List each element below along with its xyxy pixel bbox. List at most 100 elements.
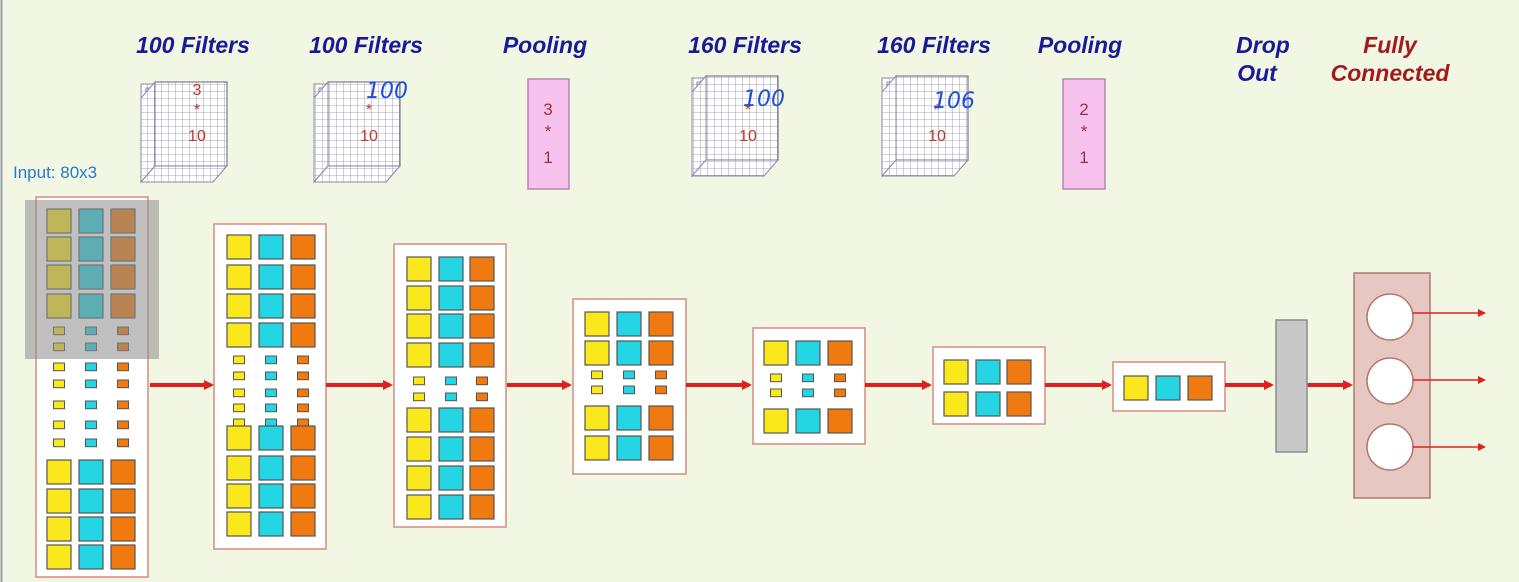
conv1-feature-map-cell-9-2 xyxy=(290,425,316,451)
pool2-feature-map-cell-0-2 xyxy=(1187,375,1213,401)
conv2-feature-map-cell-6-2 xyxy=(469,407,495,433)
conv1-feature-map-cell-11-1 xyxy=(258,483,284,509)
heading-dropout-line1: Drop xyxy=(1236,32,1290,58)
conv1-feature-map-cell-6-2 xyxy=(297,388,309,398)
conv3-feature-map xyxy=(752,327,866,445)
pool1-feature-map-cell-1-0 xyxy=(584,340,610,366)
conv1-feature-map-cell-3-1 xyxy=(258,322,284,348)
pool1-feature-map-cell-0-1 xyxy=(616,311,642,337)
conv3-feature-map-cell-1-1 xyxy=(802,373,814,383)
heading-fc-line2: Connected xyxy=(1331,60,1451,86)
output-neuron-1 xyxy=(1366,293,1414,341)
conv3-feature-map-cell-2-1 xyxy=(802,388,814,398)
input-feature-map-cell-13-2 xyxy=(110,516,136,542)
conv1-feature-map-cell-12-1 xyxy=(258,511,284,537)
input-feature-map-cell-12-2 xyxy=(110,488,136,514)
conv1-feature-map-cell-7-1 xyxy=(265,403,277,413)
conv1-feature-map-cell-9-0 xyxy=(226,425,252,451)
kernel1-bot: 10 xyxy=(188,128,206,145)
pool2-feature-map-cell-0-1 xyxy=(1155,375,1181,401)
conv1-feature-map-cell-4-2 xyxy=(297,355,309,365)
kernel2-mid: * xyxy=(366,102,372,119)
input-feature-map-cell-6-0 xyxy=(53,362,65,372)
conv2-feature-map-cell-1-2 xyxy=(469,285,495,311)
heading-conv3: 160 Filters xyxy=(688,32,802,58)
pool1-feature-map-cell-2-2 xyxy=(655,370,667,380)
kernel3-bot: 10 xyxy=(739,128,757,145)
input-feature-map-cell-9-0 xyxy=(53,420,65,430)
conv4-feature-map-cell-0-1 xyxy=(975,359,1001,385)
conv2-feature-map-cell-0-0 xyxy=(406,256,432,282)
kernel-cube-4 xyxy=(880,74,970,178)
pool1-feature-map-cell-1-1 xyxy=(616,340,642,366)
conv4-feature-map-cell-1-1 xyxy=(975,391,1001,417)
kernel4-mid: * xyxy=(934,102,940,119)
conv1-feature-map-cell-10-1 xyxy=(258,455,284,481)
pool1-feature-map-cell-3-1 xyxy=(623,385,635,395)
input-feature-map-cell-10-2 xyxy=(117,438,129,448)
conv3-feature-map-cell-3-0 xyxy=(763,408,789,434)
pool1-feature-map-cell-0-0 xyxy=(584,311,610,337)
conv4-feature-map-cell-0-2 xyxy=(1006,359,1032,385)
pool2-feature-map-cell-0-0 xyxy=(1123,375,1149,401)
conv3-feature-map-cell-0-2 xyxy=(827,340,853,366)
dropout-layer xyxy=(1275,319,1308,453)
conv2-feature-map-cell-3-2 xyxy=(469,342,495,368)
conv2-feature-map-cell-2-2 xyxy=(469,313,495,339)
pool2-bot: 1 xyxy=(1079,148,1088,167)
conv2-feature-map-cell-9-2 xyxy=(469,494,495,520)
kernel3-mid: * xyxy=(745,102,751,119)
conv1-feature-map-cell-12-2 xyxy=(290,511,316,537)
conv2-feature-map-cell-2-0 xyxy=(406,313,432,339)
pool2-feature-map xyxy=(1112,361,1226,412)
input-feature-map-cell-11-2 xyxy=(110,459,136,485)
pool1-feature-map-cell-0-2 xyxy=(648,311,674,337)
pool1-bot: 1 xyxy=(543,148,552,167)
conv2-feature-map-cell-0-1 xyxy=(438,256,464,282)
conv1-feature-map-cell-6-1 xyxy=(265,388,277,398)
conv4-feature-map-cell-1-2 xyxy=(1006,391,1032,417)
conv1-feature-map-cell-5-0 xyxy=(233,371,245,381)
conv1-feature-map-cell-0-0 xyxy=(226,234,252,260)
conv1-feature-map-cell-3-2 xyxy=(290,322,316,348)
input-feature-map-cell-7-0 xyxy=(53,379,65,389)
pool2-window xyxy=(1062,78,1106,190)
heading-pool1: Pooling xyxy=(503,32,587,58)
input-feature-map-cell-14-0 xyxy=(46,544,72,570)
input-feature-map-cell-14-1 xyxy=(78,544,104,570)
conv1-feature-map-cell-5-1 xyxy=(265,371,277,381)
pool1-feature-map-cell-2-1 xyxy=(623,370,635,380)
pool1-feature-map-cell-4-2 xyxy=(648,405,674,431)
pool1-feature-map-cell-1-2 xyxy=(648,340,674,366)
pool1-feature-map-cell-3-0 xyxy=(591,385,603,395)
kernel4-bot: 10 xyxy=(928,128,946,145)
conv2-feature-map-cell-5-1 xyxy=(445,392,457,402)
conv2-feature-map-cell-6-0 xyxy=(406,407,432,433)
handwritten-note-conv3: 100 xyxy=(743,87,785,112)
conv1-feature-map-cell-12-0 xyxy=(226,511,252,537)
input-feature-map-cell-10-0 xyxy=(53,438,65,448)
conv3-feature-map-cell-1-0 xyxy=(770,373,782,383)
pool1-mid: * xyxy=(545,122,552,141)
conv2-feature-map-cell-4-0 xyxy=(413,376,425,386)
pool2-top: 2 xyxy=(1079,100,1088,119)
input-feature-map-cell-11-1 xyxy=(78,459,104,485)
conv1-feature-map xyxy=(213,223,327,550)
input-feature-map-cell-11-0 xyxy=(46,459,72,485)
conv1-feature-map-cell-10-2 xyxy=(290,455,316,481)
conv1-feature-map-cell-11-2 xyxy=(290,483,316,509)
heading-fc-line1: Fully xyxy=(1363,32,1418,58)
pool1-feature-map-cell-3-2 xyxy=(655,385,667,395)
conv1-feature-map-cell-2-1 xyxy=(258,293,284,319)
conv2-feature-map-cell-3-1 xyxy=(438,342,464,368)
conv4-feature-map-cell-1-0 xyxy=(943,391,969,417)
conv1-feature-map-cell-10-0 xyxy=(226,455,252,481)
input-feature-map-cell-8-1 xyxy=(85,400,97,410)
conv2-feature-map-cell-9-0 xyxy=(406,494,432,520)
conv2-feature-map-cell-5-2 xyxy=(476,392,488,402)
conv2-feature-map-cell-8-1 xyxy=(438,465,464,491)
conv2-feature-map-cell-0-2 xyxy=(469,256,495,282)
conv2-feature-map-cell-4-1 xyxy=(445,376,457,386)
pool1-feature-map-cell-2-0 xyxy=(591,370,603,380)
